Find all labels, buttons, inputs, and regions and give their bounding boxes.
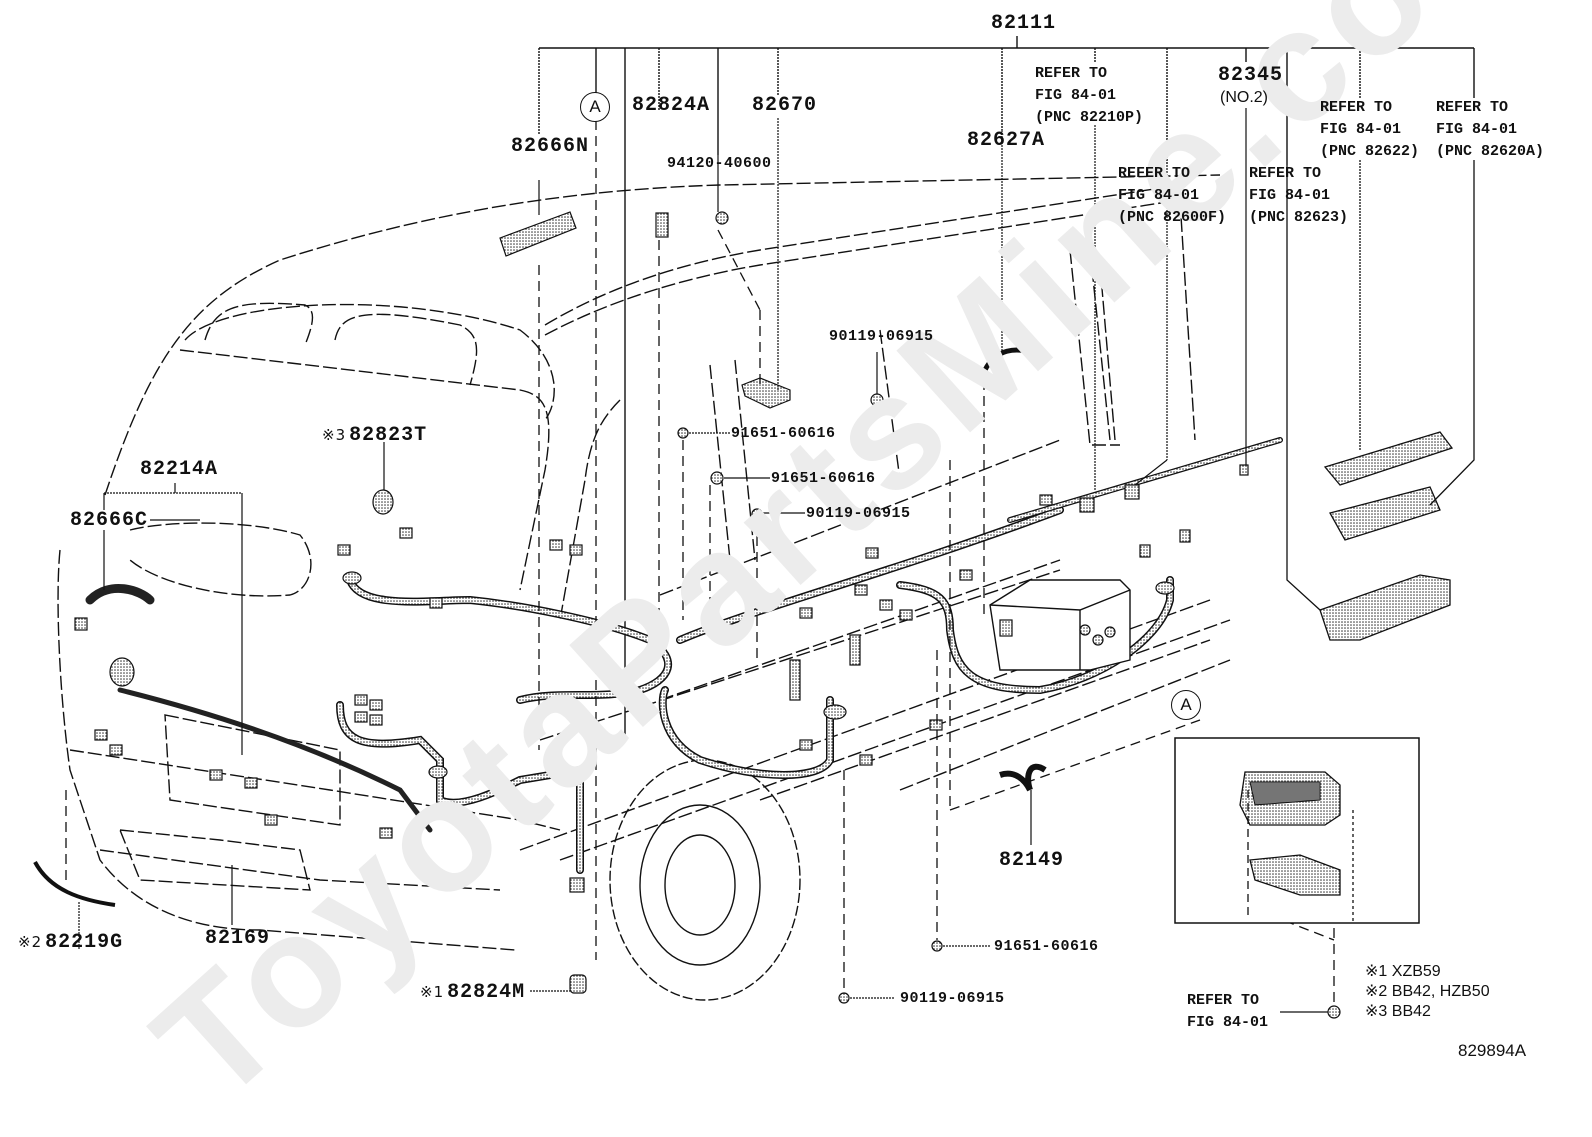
- part-82823T-shape: [372, 489, 394, 515]
- part-82824M-shape: [569, 974, 587, 994]
- refer-note-82622[interactable]: REFER TO FIG 84-01 (PNC 82622): [1320, 99, 1420, 160]
- van-body-outline: [57, 174, 1231, 951]
- legend-item-1: ※1 XZB59: [1365, 963, 1441, 980]
- part-94120-40600-shape: [715, 211, 729, 225]
- figure-id: 829894A: [1458, 1041, 1527, 1060]
- detail-a-callout[interactable]: A: [1171, 690, 1201, 720]
- label-82670[interactable]: 82670: [752, 94, 818, 117]
- label-82149[interactable]: 82149: [999, 849, 1065, 872]
- wiring-diagram: [33, 36, 1475, 1019]
- legend: ※1 XZB59 ※2 BB42, HZB50 ※3 BB42: [1365, 962, 1490, 1022]
- leader-82623: [1286, 165, 1321, 611]
- label-82169[interactable]: 82169: [205, 927, 271, 950]
- label-91651-60616-b[interactable]: 91651-60616: [771, 470, 876, 487]
- connectors: [74, 464, 1249, 893]
- refer-note-bottom[interactable]: REFER TO FIG 84-01: [1187, 992, 1269, 1031]
- label-82111[interactable]: 82111: [991, 12, 1057, 35]
- part-82149-shape: [999, 763, 1047, 792]
- detail-a-callout-top[interactable]: A: [580, 92, 610, 122]
- part-82666N-shape: [499, 211, 577, 257]
- relay-block-cover-82622: [1323, 431, 1454, 486]
- relay-block-82620A: [1329, 486, 1441, 541]
- label-91651-60616-a[interactable]: 91651-60616: [731, 425, 836, 442]
- junction-box: [989, 579, 1131, 671]
- label-82666N[interactable]: 82666N: [511, 135, 590, 158]
- refer-note-82210P[interactable]: REFER TO FIG 84-01 (PNC 82210P): [1035, 65, 1144, 126]
- part-82627A-shape: [982, 347, 1041, 372]
- part-82824A-shape: [655, 212, 669, 238]
- label-90119-06915-a[interactable]: 90119-06915: [829, 328, 934, 345]
- marker-3: ※3: [322, 426, 347, 444]
- bracket-82111: [538, 36, 1475, 740]
- label-90119-06915-c[interactable]: 90119-06915: [900, 990, 1005, 1007]
- leader-82620A: [1429, 160, 1475, 506]
- refer-note-82623[interactable]: REFER TO FIG 84-01 (PNC 82623): [1249, 165, 1349, 226]
- detail-a-box: [1174, 737, 1420, 924]
- label-82345[interactable]: 82345: [1218, 64, 1284, 87]
- label-82666C[interactable]: 82666C: [70, 509, 149, 532]
- relay-block-bracket: [1319, 574, 1451, 641]
- legend-item-3: ※3 BB42: [1365, 1003, 1431, 1020]
- bolts: [677, 393, 1341, 1019]
- marker-1: ※1: [420, 983, 445, 1001]
- leader-lines: [78, 108, 1328, 1013]
- label-82214A[interactable]: 82214A: [140, 458, 219, 481]
- label-82345-sub: (NO.2): [1220, 89, 1268, 106]
- grommets: [109, 571, 1175, 779]
- label-91651-60616-c[interactable]: 91651-60616: [994, 938, 1099, 955]
- part-82219G-shape: [33, 861, 116, 907]
- label-90119-06915-b[interactable]: 90119-06915: [806, 505, 911, 522]
- legend-item-2: ※2 BB42, HZB50: [1365, 983, 1490, 1000]
- main-wire-harness: [85, 437, 1283, 874]
- label-82627A[interactable]: 82627A: [967, 129, 1046, 152]
- refer-note-82620A[interactable]: REFER TO FIG 84-01 (PNC 82620A): [1436, 99, 1545, 160]
- label-82824A[interactable]: 82824A: [632, 94, 711, 117]
- refer-note-82600F[interactable]: REFER TO FIG 84-01 (PNC 82600F): [1118, 165, 1227, 226]
- label-94120-40600[interactable]: 94120-40600: [667, 155, 772, 172]
- marker-2: ※2: [18, 933, 43, 951]
